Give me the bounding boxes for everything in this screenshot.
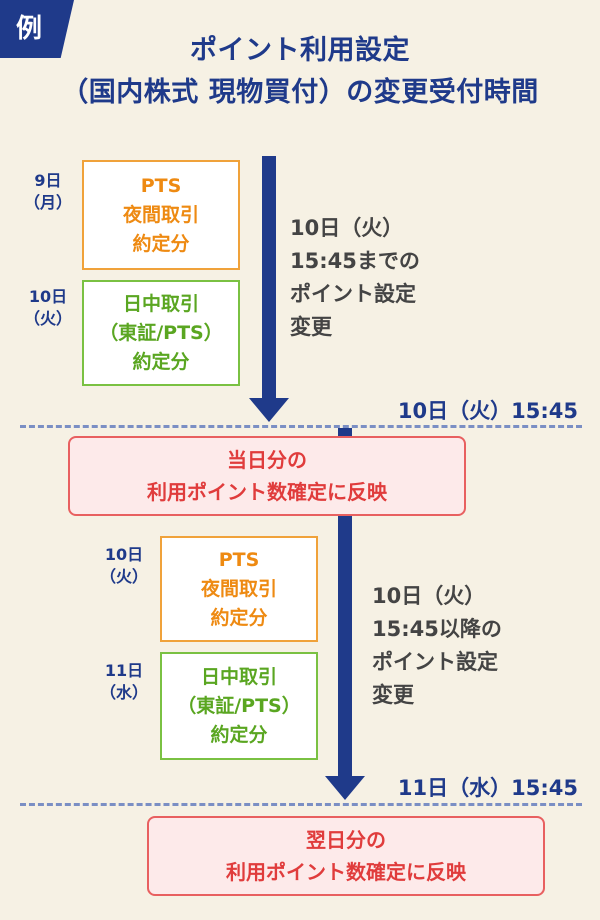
result-box-same-day: 当日分の 利用ポイント数確定に反映 <box>68 436 466 516</box>
day-label-text: （火） <box>23 309 72 328</box>
pts-night-box-1: PTS 夜間取引 約定分 <box>82 160 240 270</box>
example-tag: 例 <box>0 0 74 58</box>
day-label-text: （火） <box>99 567 148 586</box>
day-label-text: 10日 <box>104 545 144 564</box>
arrow-down-icon <box>249 398 289 422</box>
day-label-text: 11日 <box>104 661 144 680</box>
note-line: 10日（火） <box>290 216 404 240</box>
change-note-before: 10日（火） 15:45までの ポイント設定 変更 <box>290 212 420 344</box>
day-label-10-tue: 10日 （火） <box>96 544 152 588</box>
title-line-1: ポイント利用設定 <box>190 35 410 66</box>
change-note-after: 10日（火） 15:45以降の ポイント設定 変更 <box>372 580 502 712</box>
box-line: 日中取引 <box>200 665 277 688</box>
day-label-text: 9日 <box>34 171 62 190</box>
day-trading-box-1: 日中取引 （東証/PTS） 約定分 <box>82 280 240 386</box>
box-line: 約定分 <box>210 723 268 746</box>
pts-night-box-2: PTS 夜間取引 約定分 <box>160 536 318 642</box>
deadline-label-2: 11日（水）15:45 <box>397 776 578 800</box>
day-label-11-wed: 11日 （水） <box>96 660 152 704</box>
box-line: PTS <box>140 174 182 197</box>
day-label-text: （月） <box>23 193 72 212</box>
note-line: 変更 <box>290 315 332 339</box>
box-line: 約定分 <box>132 232 190 255</box>
result-box-next-day: 翌日分の 利用ポイント数確定に反映 <box>147 816 545 896</box>
box-line: （東証/PTS） <box>177 694 301 717</box>
day-label-9-mon: 9日 （月） <box>20 170 76 214</box>
note-line: 15:45までの <box>290 249 420 273</box>
note-line: 10日（火） <box>372 584 486 608</box>
day-label-text: （水） <box>99 683 148 702</box>
note-line: 15:45以降の <box>372 617 502 641</box>
title-line-2: （国内株式 現物買付）の変更受付時間 <box>61 77 539 108</box>
result-line: 利用ポイント数確定に反映 <box>226 860 466 884</box>
note-line: 変更 <box>372 683 414 707</box>
dashed-divider <box>20 803 582 806</box>
arrow-shaft-1 <box>262 156 276 400</box>
box-line: 約定分 <box>132 350 190 373</box>
box-line: （東証/PTS） <box>99 321 223 344</box>
box-line: 約定分 <box>210 606 268 629</box>
arrow-down-icon <box>325 776 365 800</box>
result-line: 当日分の <box>227 448 307 472</box>
arrow-shaft-2-top <box>338 428 352 436</box>
note-line: ポイント設定 <box>290 282 416 306</box>
dashed-divider <box>20 425 582 428</box>
result-line: 翌日分の <box>306 828 386 852</box>
result-line: 利用ポイント数確定に反映 <box>147 480 387 504</box>
deadline-label-1: 10日（火）15:45 <box>397 399 578 423</box>
note-line: ポイント設定 <box>372 650 498 674</box>
day-label-text: 10日 <box>28 287 68 306</box>
day-trading-box-2: 日中取引 （東証/PTS） 約定分 <box>160 652 318 760</box>
arrow-shaft-2 <box>338 516 352 778</box>
box-line: PTS <box>218 548 260 571</box>
box-line: 夜間取引 <box>200 577 277 600</box>
box-line: 夜間取引 <box>122 203 199 226</box>
day-label-10-tue: 10日 （火） <box>20 286 76 330</box>
box-line: 日中取引 <box>122 292 199 315</box>
